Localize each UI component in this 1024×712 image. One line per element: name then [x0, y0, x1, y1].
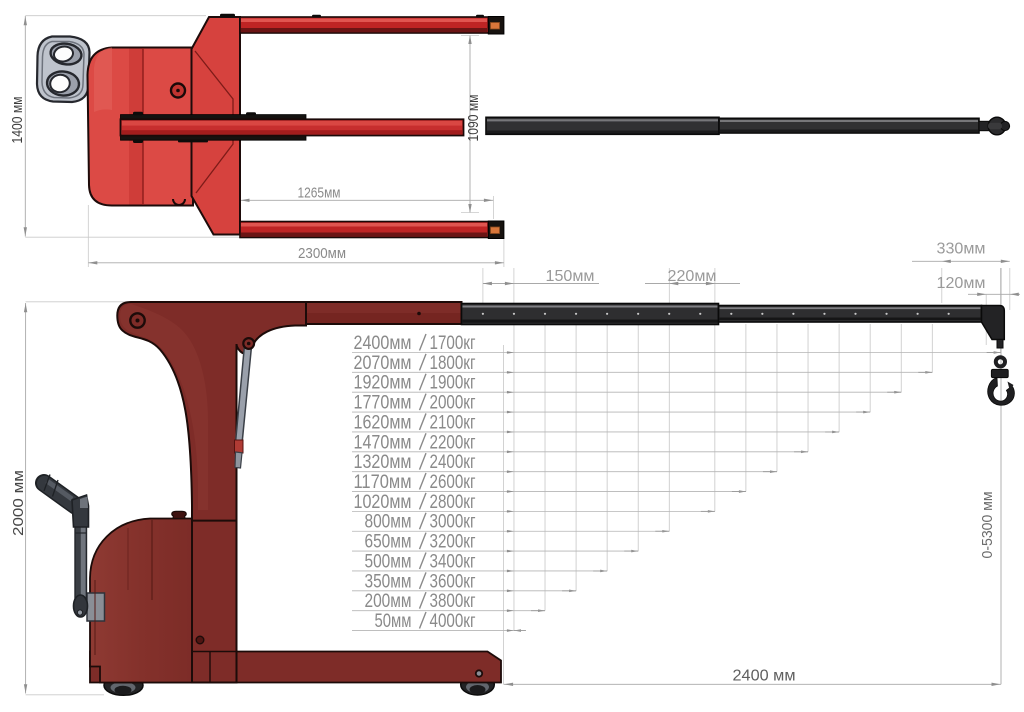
svg-text:3000кг: 3000кг	[430, 512, 476, 533]
svg-text:350мм: 350мм	[365, 571, 412, 592]
svg-text:2600кг: 2600кг	[430, 472, 476, 493]
svg-text:1620мм: 1620мм	[354, 412, 412, 433]
svg-text:2800кг: 2800кг	[430, 492, 476, 513]
svg-text:3600кг: 3600кг	[430, 571, 476, 592]
svg-text:200мм: 200мм	[365, 591, 412, 612]
svg-text:2100кг: 2100кг	[430, 412, 476, 433]
svg-text:800мм: 800мм	[365, 512, 412, 533]
svg-text:50мм: 50мм	[375, 611, 412, 632]
svg-text:2400кг: 2400кг	[430, 452, 476, 473]
svg-text:2000кг: 2000кг	[430, 393, 476, 414]
svg-text:120мм: 120мм	[937, 275, 986, 292]
svg-text:3800кг: 3800кг	[430, 591, 476, 612]
svg-text:3400кг: 3400кг	[430, 551, 476, 572]
svg-text:1900кг: 1900кг	[430, 373, 476, 394]
svg-text:1770мм: 1770мм	[354, 393, 412, 414]
svg-text:1800кг: 1800кг	[430, 353, 476, 374]
svg-text:500мм: 500мм	[365, 551, 412, 572]
svg-text:2070мм: 2070мм	[354, 353, 412, 374]
svg-text:220мм: 220мм	[668, 268, 717, 285]
svg-text:150мм: 150мм	[546, 268, 595, 285]
svg-text:650мм: 650мм	[365, 532, 412, 553]
svg-text:2400 мм: 2400 мм	[733, 668, 796, 685]
svg-text:3200кг: 3200кг	[430, 532, 476, 553]
svg-text:1170мм: 1170мм	[354, 472, 412, 493]
svg-text:2400мм: 2400мм	[354, 333, 412, 354]
svg-text:2300мм: 2300мм	[298, 245, 346, 262]
svg-text:330мм: 330мм	[937, 241, 986, 258]
svg-text:1920мм: 1920мм	[354, 373, 412, 394]
svg-text:1320мм: 1320мм	[354, 452, 412, 473]
svg-text:2200кг: 2200кг	[430, 432, 476, 453]
svg-text:1090 мм: 1090 мм	[465, 95, 482, 142]
svg-text:1470мм: 1470мм	[354, 432, 412, 453]
svg-text:1400 мм: 1400 мм	[9, 97, 26, 144]
svg-text:1700кг: 1700кг	[430, 333, 476, 354]
svg-text:0-5300 мм: 0-5300 мм	[980, 492, 996, 559]
svg-text:2000 мм: 2000 мм	[10, 470, 27, 536]
svg-text:4000кг: 4000кг	[430, 611, 476, 632]
svg-text:1020мм: 1020мм	[354, 492, 412, 513]
svg-text:1265мм: 1265мм	[298, 185, 341, 202]
